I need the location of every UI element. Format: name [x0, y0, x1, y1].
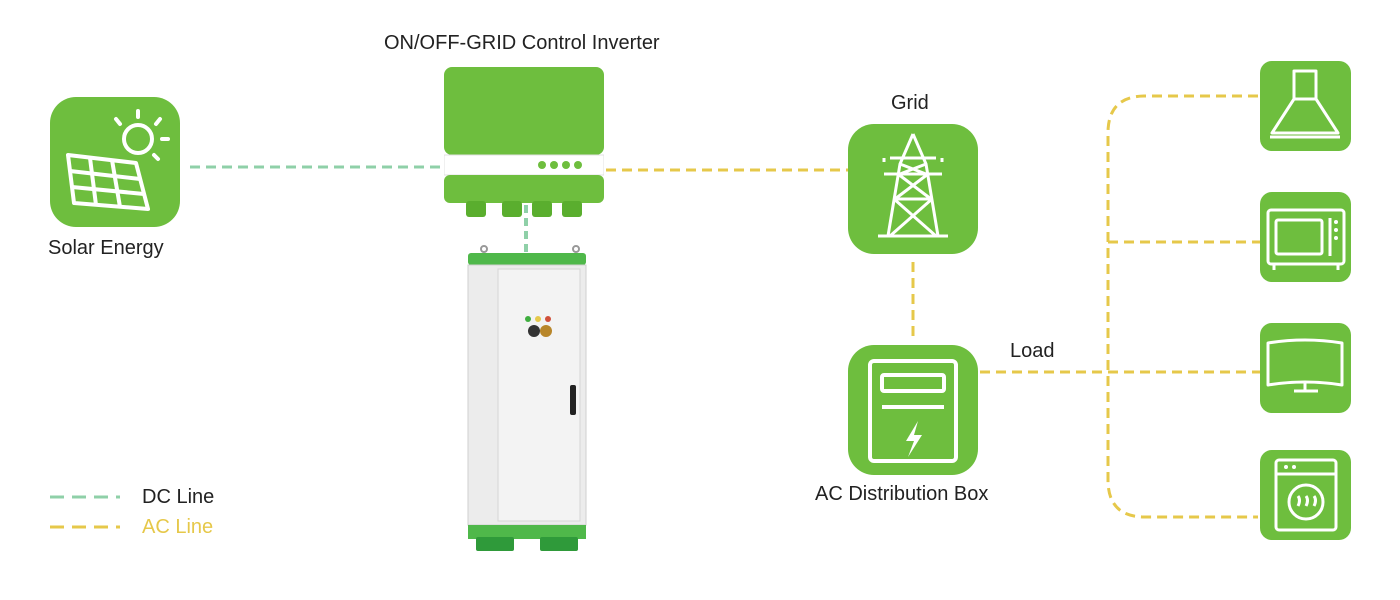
legend-dc-label: DC Line [142, 486, 215, 508]
solar-panel-icon [66, 109, 170, 211]
load-washing-machine-tile [1260, 450, 1351, 540]
ac-box-label: AC Distribution Box [815, 483, 989, 505]
power-tower-icon [878, 133, 948, 238]
microwave-icon [1266, 208, 1346, 270]
solar-label: Solar Energy [48, 237, 164, 259]
ac-box-tile [848, 345, 978, 475]
battery-cabinet [466, 245, 588, 555]
range-hood-icon [1270, 69, 1340, 139]
inverter-unit [443, 67, 605, 217]
load-label: Load [1010, 340, 1055, 362]
distribution-box-icon [868, 359, 958, 463]
grid-tile [848, 124, 978, 254]
load-tv-tile [1260, 323, 1351, 413]
inverter-title: ON/OFF-GRID Control Inverter [384, 32, 660, 54]
grid-label: Grid [891, 92, 929, 114]
solar-tile [50, 97, 180, 227]
tv-icon [1266, 338, 1344, 393]
ac-line-load-bus [1106, 94, 1258, 519]
washing-machine-icon [1274, 458, 1338, 532]
legend-ac-label: AC Line [142, 516, 214, 538]
load-microwave-tile [1260, 192, 1351, 282]
load-range-hood-tile [1260, 61, 1351, 151]
